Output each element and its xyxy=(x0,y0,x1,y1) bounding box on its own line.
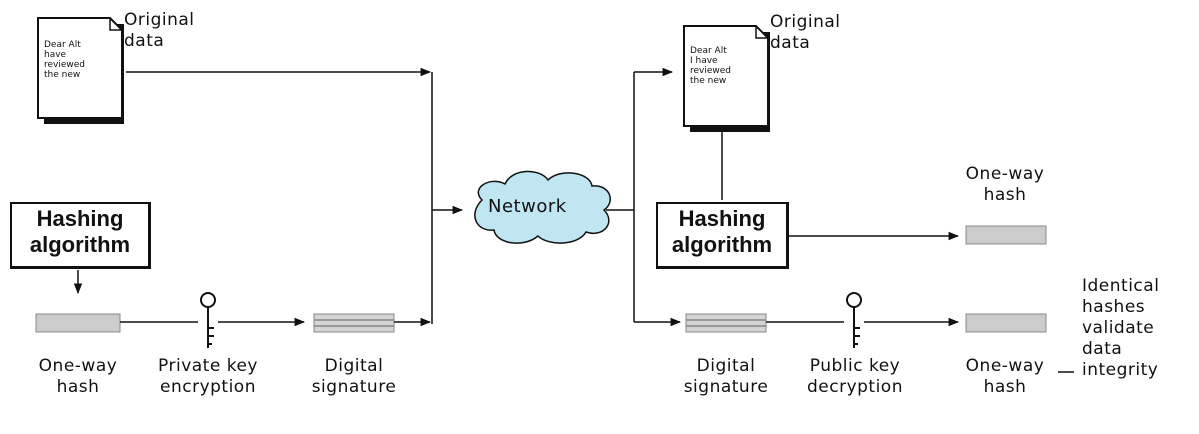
integrity-result-label: Identical hashes validate data integrity xyxy=(1082,276,1160,380)
public-key-decryption-label: Public key decryption xyxy=(806,356,903,397)
private-key-encryption-label: Private key encryption xyxy=(158,356,258,397)
public-key-icon xyxy=(846,292,862,348)
private-key-icon xyxy=(200,292,216,348)
right-original-data-label: Original data xyxy=(770,12,841,53)
left-data-line xyxy=(126,67,464,324)
right-document-text: Dear Alt I have reviewed the new xyxy=(690,46,732,86)
right-one-way-hash-bar-bottom xyxy=(965,313,1047,333)
right-hashing-algorithm-box: Hashing algorithm xyxy=(656,202,789,269)
network-label: Network xyxy=(488,196,567,217)
left-hashing-algorithm-box: Hashing algorithm xyxy=(10,202,151,269)
left-digital-signature-bar xyxy=(313,313,395,333)
left-one-way-hash-bar xyxy=(35,313,121,333)
left-original-data-label: Original data xyxy=(124,10,195,51)
right-one-way-hash-top-label: One-way hash xyxy=(965,164,1045,205)
right-network-lines xyxy=(606,67,682,327)
right-one-way-hash-bottom-label: One-way hash xyxy=(965,356,1045,397)
left-document-icon xyxy=(37,17,124,124)
network-cloud-icon xyxy=(474,170,611,244)
left-one-way-hash-label: One-way hash xyxy=(38,356,118,397)
right-one-way-hash-bar-top xyxy=(965,225,1047,245)
right-digital-signature-label: Digital signature xyxy=(683,356,769,397)
left-digital-signature-label: Digital signature xyxy=(311,356,397,397)
left-document-text: Dear Alt have reviewed the new xyxy=(44,40,86,80)
right-document-icon xyxy=(683,25,770,132)
right-digital-signature-bar xyxy=(685,313,767,333)
